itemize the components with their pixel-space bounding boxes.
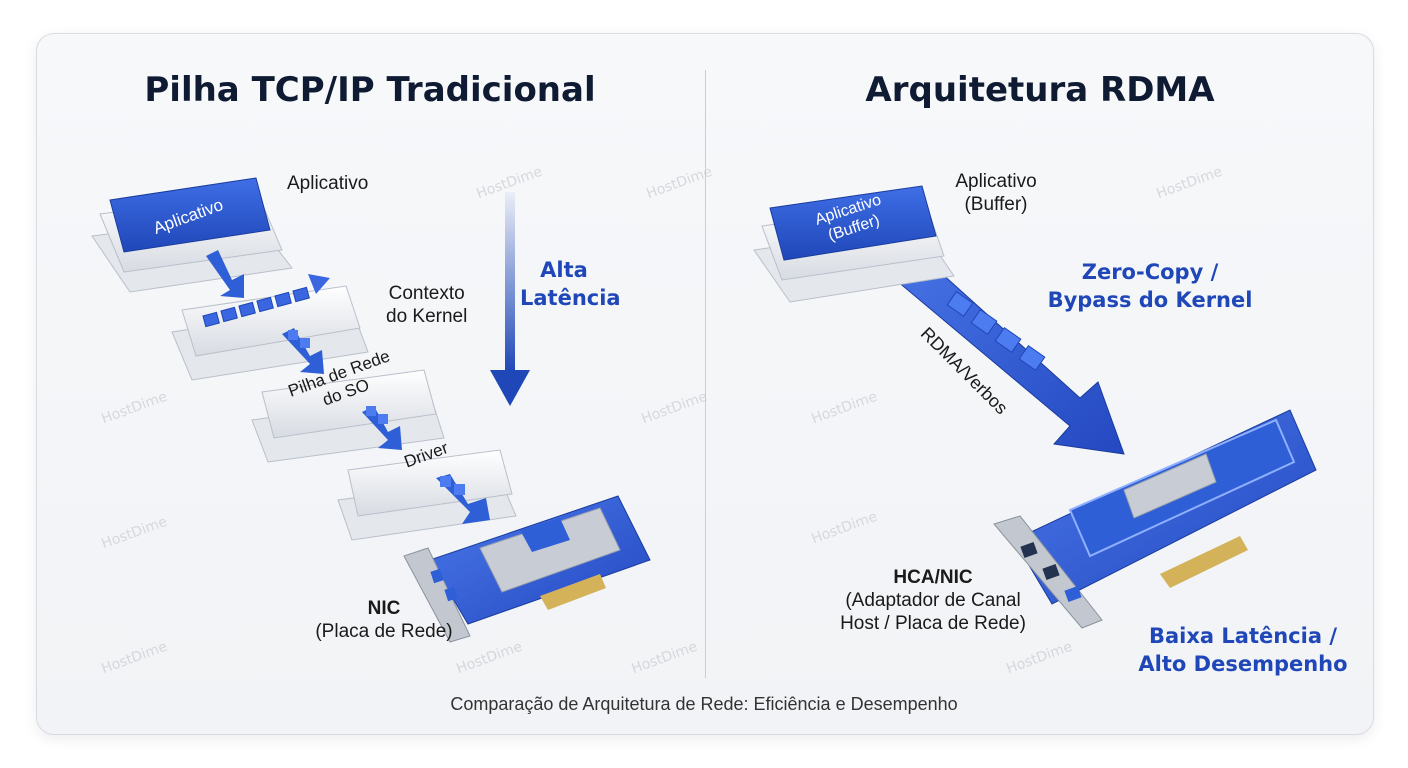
left-flow-arrow-1 (206, 250, 244, 298)
right-hca-label: HCA/NIC (Adaptador de Canal Host / Placa… (826, 566, 1040, 635)
right-app-label-1: Aplicativo (955, 171, 1037, 192)
performance-label-1: Baixa Latência / (1149, 624, 1337, 648)
right-hca-sub-2: Host / Placa de Rede) (840, 613, 1026, 634)
performance-label-2: Alto Desempenho (1138, 652, 1348, 676)
left-driver-block: Driver (337, 438, 517, 541)
left-flow-arrow-4 (436, 474, 490, 524)
left-app-block: Aplicativo (91, 177, 293, 293)
left-kernel-label: Contexto do Kernel (386, 282, 467, 328)
latency-label: Alta Latência (520, 256, 621, 312)
right-app-block: Aplicativo (Buffer) (753, 185, 955, 303)
right-app-label-2: (Buffer) (964, 194, 1028, 215)
latency-arrow (490, 192, 530, 406)
right-hca-title: HCA/NIC (893, 567, 973, 588)
latency-label-1: Alta (540, 258, 588, 282)
left-app-label: Aplicativo (287, 173, 369, 194)
left-nic-label: NIC (Placa de Rede) (302, 597, 466, 643)
zero-copy-label-2: Bypass do Kernel (1047, 288, 1253, 312)
left-nic-sub: (Placa de Rede) (315, 621, 453, 642)
latency-label-2: Latência (520, 286, 621, 310)
right-title: Arquitetura RDMA (865, 70, 1215, 110)
right-hca-sub-1: (Adaptador de Canal (845, 590, 1021, 611)
right-hca-card (993, 409, 1317, 629)
left-flow-arrow-2 (282, 328, 324, 374)
panel-divider (705, 70, 706, 678)
left-kernel-label-1: Contexto (388, 283, 465, 304)
right-app-label: Aplicativo (Buffer) (944, 170, 1048, 216)
left-flow-arrow-3 (362, 406, 402, 450)
zero-copy-label-1: Zero-Copy / (1081, 260, 1219, 284)
diagram-caption: Comparação de Arquitetura de Rede: Efici… (450, 694, 958, 714)
performance-label: Baixa Latência / Alto Desempenho (1130, 622, 1356, 678)
zero-copy-label: Zero-Copy / Bypass do Kernel (1040, 258, 1260, 314)
left-nic-title: NIC (367, 598, 401, 619)
left-kernel-block (171, 274, 369, 381)
left-nic-card (403, 495, 651, 643)
left-kernel-label-2: do Kernel (386, 306, 468, 327)
left-title: Pilha TCP/IP Tradicional (144, 70, 596, 110)
